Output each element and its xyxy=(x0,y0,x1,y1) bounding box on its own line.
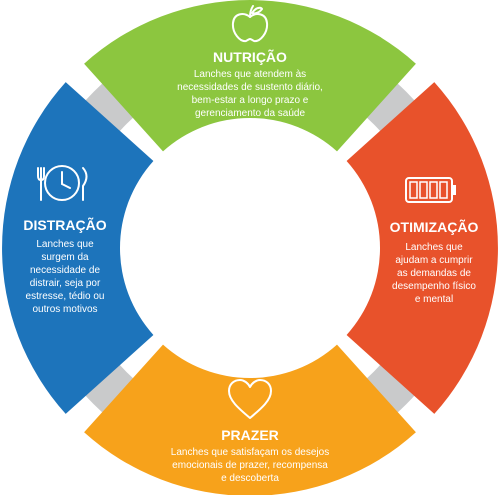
otimizacao-description-line: as demandas de xyxy=(397,268,471,279)
distracao-description-line: Lanches que xyxy=(36,239,94,250)
distracao-title: DISTRAÇÃO xyxy=(23,216,106,233)
segment-prazer xyxy=(84,344,416,495)
nutricao-description-line: gerenciamento da saúde xyxy=(195,108,306,119)
otimizacao-description-line: Lanches que xyxy=(405,242,463,253)
prazer-description-line: emocionais de prazer, recompensa xyxy=(172,460,328,471)
prazer-block: PRAZER Lanches que satisfaçam os desejos… xyxy=(171,379,329,484)
heart-icon xyxy=(228,379,272,419)
otimizacao-description-line: e mental xyxy=(415,294,453,305)
nutricao-block: NUTRIÇÃO Lanches que atendem às necessid… xyxy=(177,5,323,119)
battery-icon xyxy=(405,177,456,203)
prazer-description-line: Lanches que satisfaçam os desejos xyxy=(171,447,329,458)
nutricao-title: NUTRIÇÃO xyxy=(213,48,287,65)
otimizacao-description-line: desempenho físico xyxy=(392,281,476,292)
otimizacao-description-line: ajudam a cumprir xyxy=(395,255,473,266)
nutricao-description-line: necessidades de sustento diário, xyxy=(177,82,323,93)
distracao-description-line: surgem da xyxy=(41,252,89,263)
nutricao-description-line: Lanches que atendem às xyxy=(194,69,306,80)
distracao-block: DISTRAÇÃO Lanches que surgem da necessid… xyxy=(23,165,107,315)
distracao-description-line: distrair, seja por xyxy=(30,278,101,289)
clock-utensils-icon xyxy=(37,165,88,201)
otimizacao-title: OTIMIZAÇÃO xyxy=(390,218,479,235)
distracao-description-line: estresse, tédio ou xyxy=(26,291,105,302)
otimizacao-block: OTIMIZAÇÃO Lanches que ajudam a cumprir … xyxy=(390,177,479,305)
segment-distracao xyxy=(2,82,154,414)
segment-otimizacao xyxy=(346,82,498,414)
nutricao-description-line: bem-estar a longo prazo e xyxy=(192,95,309,106)
distracao-description-line: necessidade de xyxy=(30,265,100,276)
prazer-description-line: e descoberta xyxy=(221,473,279,484)
segment-nutricao xyxy=(84,0,416,152)
prazer-title: PRAZER xyxy=(221,427,279,443)
distracao-description-line: outros motivos xyxy=(32,304,97,315)
apple-icon xyxy=(231,5,269,43)
